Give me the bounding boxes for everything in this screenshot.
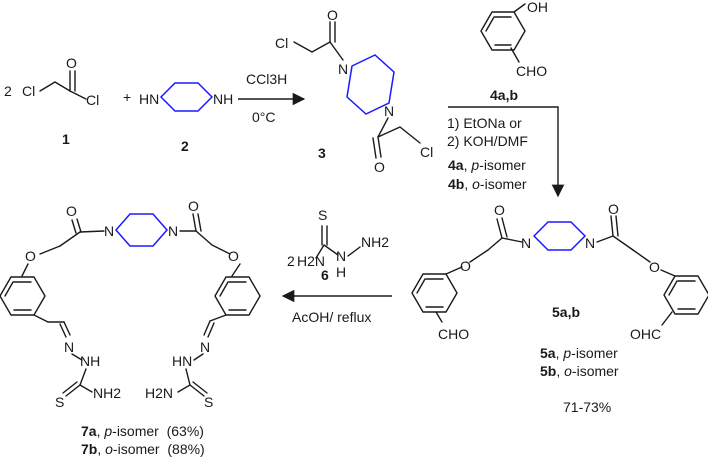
compound-label-3: 3 (318, 145, 326, 161)
atom-nh: NH (80, 353, 100, 369)
atom-cl: Cl (86, 92, 99, 108)
atom-o-ether: O (460, 258, 471, 274)
atom-hn: HN (172, 353, 192, 369)
condition-base-1: 1) EtONa or (447, 115, 522, 131)
atom-o-ether: O (228, 248, 239, 264)
piperazine: HN NH 2 (139, 82, 233, 154)
hydroxybenzaldehyde-4: OH CHO 4a,b (480, 0, 548, 103)
atom-ohc: OHC (630, 326, 661, 342)
atom-o: O (494, 202, 505, 218)
atom-s: S (204, 394, 213, 410)
atom-n: N (585, 235, 595, 251)
atom-n: N (521, 235, 531, 251)
isomer-5a: 5a, p-isomer (540, 345, 618, 361)
atom-n-imine: N (64, 339, 74, 355)
atom-n: N (104, 223, 114, 239)
condition-temperature: 0°C (252, 109, 276, 125)
compound-label-5: 5a,b (552, 304, 580, 320)
isomer-7b: 7b, o-isomer (88%) (81, 441, 205, 457)
condition-solvent: CCl3H (246, 71, 287, 87)
atom-hn: HN (139, 91, 159, 107)
condition-base-2: 2) KOH/DMF (447, 133, 528, 149)
atom-o: O (66, 55, 77, 71)
product-5: O O N N O O OHC CHO 5a,b 5a, p-isomer 5b… (411, 201, 708, 415)
atom-o-ether: O (25, 248, 36, 264)
atom-h2n: H2N (145, 385, 173, 401)
atom-n: N (168, 223, 178, 239)
isomer-4b: 4b, o-isomer (448, 176, 527, 192)
compound-label-1: 1 (62, 131, 70, 147)
reaction-arrow-3: S 2 H2N N H NH2 6 AcOH/ reflux (281, 207, 392, 325)
atom-nh2: NH2 (93, 385, 121, 401)
product-3: Cl O N N O Cl 3 (275, 7, 433, 175)
atom-cl: Cl (22, 83, 35, 99)
atom-n-imine: N (200, 339, 210, 355)
compound-label-2: 2 (181, 138, 189, 154)
atom-n: N (384, 103, 394, 119)
condition-acid: AcOH/ reflux (292, 309, 371, 325)
atom-oh: OH (527, 0, 548, 15)
atom-o: O (327, 7, 338, 23)
compound-label-4: 4a,b (490, 87, 518, 103)
coefficient-6: 2 (287, 253, 295, 269)
atom-cho: CHO (516, 63, 547, 79)
compound-label-6: 6 (321, 267, 329, 283)
atom-o-ether: O (649, 259, 660, 275)
atom-n: N (338, 61, 348, 77)
atom-o: O (188, 198, 199, 214)
atom-o: O (66, 203, 77, 219)
atom-o: O (608, 201, 619, 217)
atom-o: O (374, 159, 385, 175)
isomer-5b: 5b, o-isomer (540, 363, 619, 379)
isomer-7a: 7a, p-isomer (63%) (81, 423, 204, 439)
reaction-arrow-1: CCl3H 0°C (238, 71, 306, 125)
atom-nh2: NH2 (361, 234, 389, 250)
atom-s: S (55, 394, 64, 410)
atom-s: S (318, 207, 327, 223)
atom-n: N (336, 248, 346, 264)
isomer-4a: 4a, p-isomer (448, 157, 526, 173)
atom-cl: Cl (275, 35, 288, 51)
atom-nh: NH (213, 91, 233, 107)
atom-h: H (336, 264, 346, 280)
product-7: O N N O O O N NH S NH2 (0, 198, 261, 457)
yield-5: 71-73% (563, 399, 611, 415)
plus-sign: + (123, 89, 131, 105)
reaction-arrow-2: 1) EtONa or 2) KOH/DMF 4a, p-isomer 4b, … (447, 106, 565, 198)
atom-cl: Cl (420, 144, 433, 160)
atom-cho: CHO (438, 326, 469, 342)
atom-h2n: H2N (297, 253, 325, 269)
chloroacetyl-chloride: 2 Cl O Cl 1 (4, 55, 99, 147)
coefficient-1: 2 (4, 83, 12, 99)
